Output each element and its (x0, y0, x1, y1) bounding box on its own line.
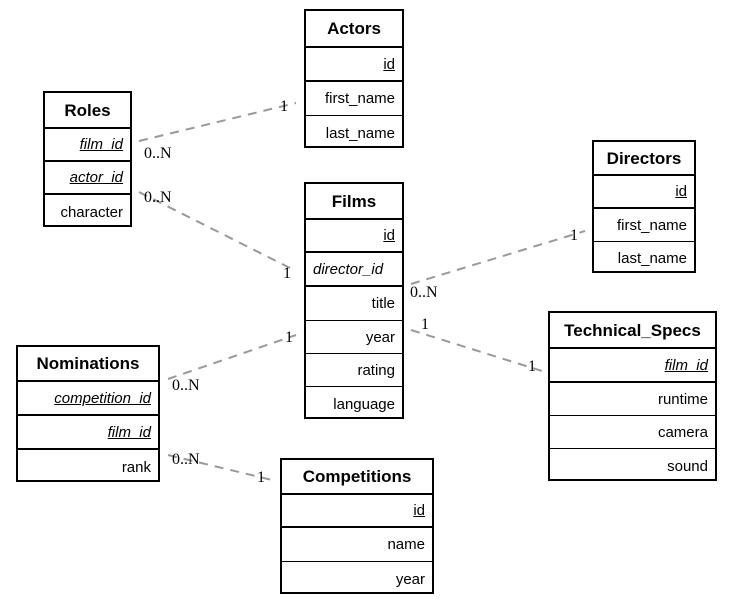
entity-title-films: Films (306, 184, 402, 220)
cardinality-label-films-directors-target: 1 (570, 227, 578, 244)
attribute-row[interactable]: name (282, 528, 432, 562)
entity-table-directors[interactable]: Directors id first_name last_name (592, 140, 696, 273)
attribute-label: id (413, 502, 425, 519)
attribute-label: id (675, 183, 687, 200)
attribute-label: first_name (324, 90, 395, 107)
attribute-row[interactable]: year (306, 321, 402, 354)
attribute-label: year (395, 570, 425, 588)
attribute-row[interactable]: character (45, 195, 130, 229)
entity-title-actors: Actors (306, 11, 402, 48)
attribute-row[interactable]: id (306, 48, 402, 82)
attribute-row[interactable]: sound (550, 449, 715, 483)
attribute-label: rating (357, 361, 395, 379)
cardinality-label-roles-films-source: 0..N (144, 189, 172, 206)
attribute-label: id (383, 55, 395, 73)
attribute-row[interactable]: title (306, 287, 402, 321)
cardinality-label-films-technical_specs-source: 1 (421, 316, 429, 333)
attribute-label: id (383, 227, 395, 244)
attribute-row[interactable]: id (282, 495, 432, 528)
attribute-label: last_name (325, 124, 395, 142)
entity-table-roles[interactable]: Roles film_id actor_id character (43, 91, 132, 227)
relationship-line-films-directors (410, 230, 586, 285)
attribute-label: director_id (313, 260, 384, 278)
attribute-row[interactable]: film_id (18, 416, 158, 450)
attribute-row[interactable]: film_id (550, 349, 715, 383)
entity-title-competitions: Competitions (282, 460, 432, 495)
entity-title-technical_specs: Technical_Specs (550, 313, 715, 349)
cardinality-label-roles-actors-source: 0..N (144, 145, 172, 162)
entity-table-actors[interactable]: Actors id first_name last_name (304, 9, 404, 148)
attribute-label: camera (657, 423, 708, 441)
attribute-label: last_name (617, 250, 687, 267)
attribute-label: character (60, 203, 123, 221)
attribute-row[interactable]: camera (550, 416, 715, 449)
cardinality-label-nominations-competitions-source: 0..N (172, 451, 200, 468)
attribute-row[interactable]: first_name (594, 209, 694, 242)
attribute-label: competition_id (54, 389, 151, 407)
attribute-label: runtime (657, 390, 708, 408)
attribute-label: film_id (79, 136, 123, 153)
attribute-row[interactable]: id (306, 220, 402, 253)
attribute-label: actor_id (69, 169, 123, 186)
entity-table-competitions[interactable]: Competitions id name year (280, 458, 434, 594)
cardinality-label-films-technical_specs-target: 1 (528, 358, 536, 375)
attribute-row[interactable]: last_name (594, 242, 694, 275)
cardinality-label-nominations-competitions-target: 1 (257, 469, 265, 486)
attribute-label: title (371, 295, 395, 312)
attribute-row[interactable]: runtime (550, 383, 715, 416)
attribute-label: rank (121, 458, 151, 476)
attribute-label: sound (667, 457, 708, 475)
cardinality-label-nominations-films-target: 1 (285, 329, 293, 346)
attribute-label: language (333, 395, 395, 413)
attribute-row[interactable]: film_id (45, 129, 130, 162)
relationship-line-films-technical_specs (410, 329, 543, 372)
entity-title-nominations: Nominations (18, 347, 158, 382)
attribute-row[interactable]: id (594, 176, 694, 209)
attribute-row[interactable]: competition_id (18, 382, 158, 416)
entity-title-roles: Roles (45, 93, 130, 129)
attribute-label: film_id (107, 423, 151, 441)
relationship-line-nominations-films (167, 334, 297, 380)
attribute-label: first_name (616, 216, 687, 234)
cardinality-label-nominations-films-source: 0..N (172, 377, 200, 394)
attribute-row[interactable]: first_name (306, 82, 402, 116)
attribute-row[interactable]: language (306, 387, 402, 421)
attribute-row[interactable]: rank (18, 450, 158, 484)
attribute-row[interactable]: rating (306, 354, 402, 387)
attribute-row[interactable]: director_id (306, 253, 402, 287)
attribute-label: name (387, 536, 425, 553)
attribute-label: year (365, 328, 395, 346)
relationship-line-roles-actors (138, 102, 297, 142)
cardinality-label-films-directors-source: 0..N (410, 284, 438, 301)
attribute-label: film_id (664, 356, 708, 374)
cardinality-label-roles-films-target: 1 (283, 265, 291, 282)
entity-title-directors: Directors (594, 142, 694, 176)
attribute-row[interactable]: actor_id (45, 162, 130, 195)
attribute-row[interactable]: last_name (306, 116, 402, 150)
cardinality-label-roles-actors-target: 1 (280, 98, 288, 115)
attribute-row[interactable]: year (282, 562, 432, 596)
